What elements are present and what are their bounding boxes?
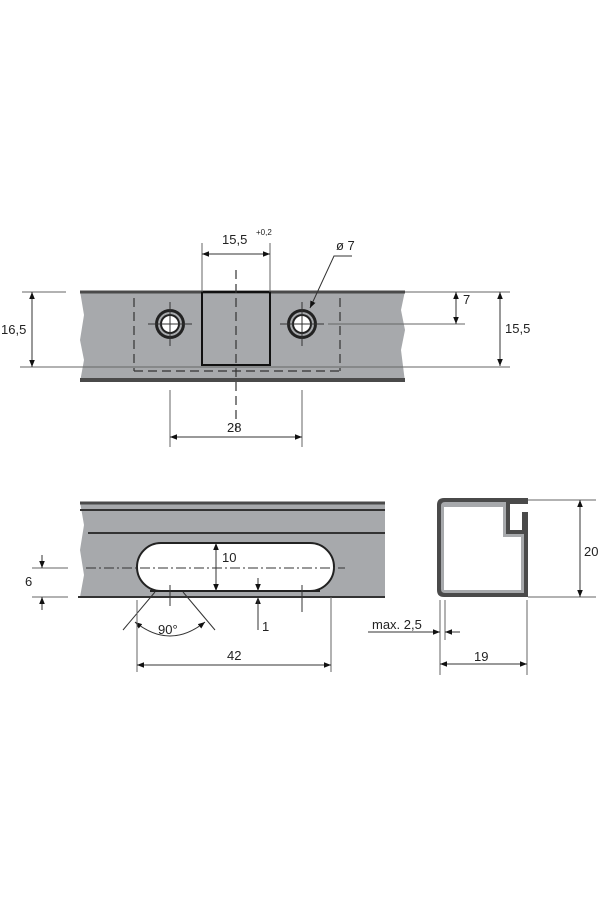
profile-width-label: 19 (474, 649, 488, 664)
hole-offset-label: 7 (463, 292, 470, 307)
slot-height-label: 10 (222, 550, 236, 565)
mounting-hole-right (280, 302, 465, 346)
slot-length-label: 42 (227, 648, 241, 663)
dimension-profile-height: 20 (528, 499, 598, 598)
dimension-height-left: 16,5 (1, 291, 66, 367)
dimension-lip: 1 (255, 578, 269, 634)
height-right-label: 15,5 (505, 321, 530, 336)
dimension-slot-width: 15,5 +0,2 (201, 228, 272, 292)
dimension-slot-length: 42 (136, 597, 332, 672)
dimension-max-wall: max. 2,5 (368, 617, 460, 635)
hole-diameter-label: ø 7 (336, 238, 355, 253)
angle-label: 90° (158, 622, 178, 637)
profile-height-label: 20 (584, 544, 598, 559)
offset-label: 6 (25, 574, 32, 589)
hole-spacing-label: 28 (227, 420, 241, 435)
dimension-height-right: 15,5 (497, 292, 530, 366)
dimension-slot-height: 10 (213, 543, 236, 591)
dimension-angle: 90° (122, 585, 303, 637)
dimension-hole-offset: 7 (405, 291, 510, 324)
dimension-hole-diameter: ø 7 (309, 238, 355, 309)
profile-cross-section (437, 498, 528, 597)
height-left-label: 16,5 (1, 322, 26, 337)
max-wall-label: max. 2,5 (372, 617, 422, 632)
lip-label: 1 (262, 619, 269, 634)
dimension-profile-width: 19 (439, 600, 528, 675)
mounting-hole-left (148, 302, 192, 346)
top-view-rail (20, 270, 510, 430)
dimension-offset: 6 (25, 555, 68, 610)
slot-width-label: 15,5 (222, 232, 247, 247)
dimension-hole-spacing: 28 (169, 390, 303, 447)
bottom-view-rail (78, 501, 385, 598)
slot-tolerance-label: +0,2 (256, 228, 272, 237)
